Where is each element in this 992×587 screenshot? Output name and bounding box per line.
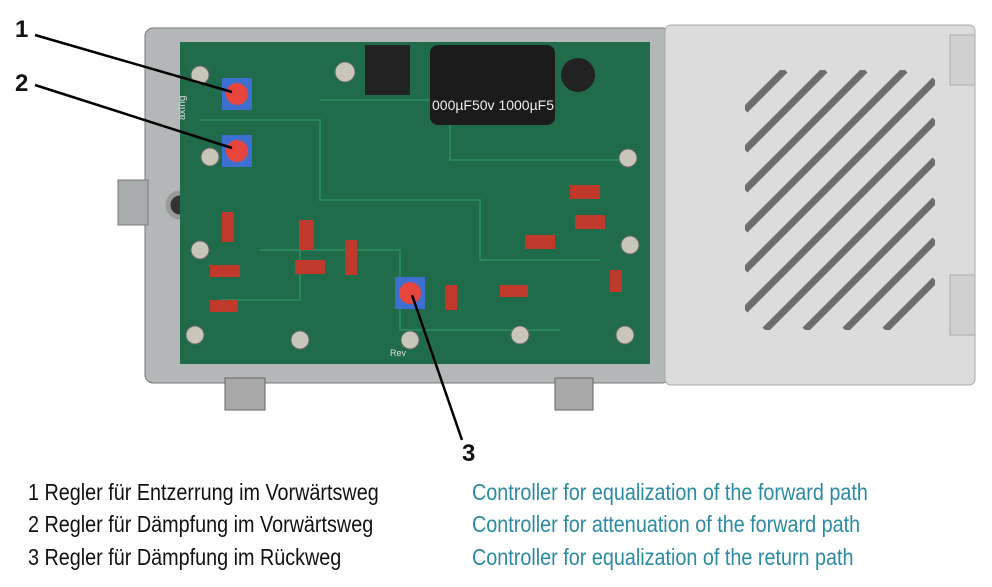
- legend-de-2: 2 Regler für Dämpfung im Vorwärtsweg: [28, 511, 374, 537]
- pcb: [180, 42, 650, 364]
- vent-slots: [745, 70, 935, 330]
- legend-en-3: Controller for equalization of the retur…: [472, 544, 854, 570]
- callout-3: 3: [462, 440, 476, 467]
- potentiometer-2: [222, 135, 252, 167]
- legend-de-1: 1 Regler für Entzerrung im Vorwärtsweg: [28, 479, 379, 505]
- legend-en-2: Controller for attenuation of the forwar…: [472, 511, 861, 537]
- potentiometer-3: [395, 277, 425, 309]
- rev-print: Rev: [390, 348, 407, 358]
- legend-en-1: Controller for equalization of the forwa…: [472, 479, 868, 505]
- potentiometer-1: [222, 78, 252, 110]
- callout-2: 2: [15, 70, 29, 97]
- capacitor-label: 000µF50v 1000µF5: [432, 97, 554, 113]
- callout-1: 1: [15, 16, 29, 43]
- capacitor: [430, 45, 555, 125]
- legend-de-3: 3 Regler für Dämpfung im Rückweg: [28, 544, 342, 570]
- brand-print: axIng: [177, 96, 188, 120]
